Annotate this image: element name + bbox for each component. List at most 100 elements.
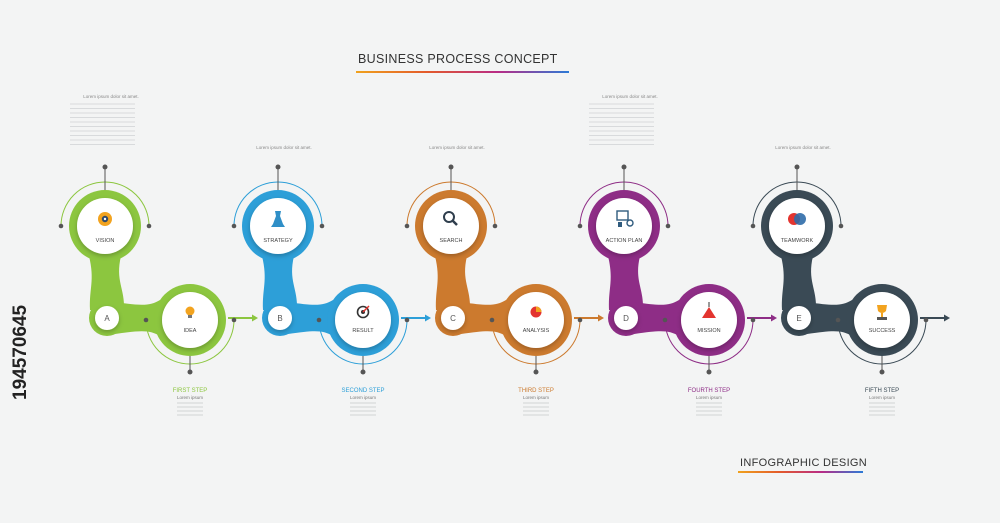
arc-dot xyxy=(577,223,583,229)
bottom-circle-label: IDEA xyxy=(184,328,197,334)
top-text: Lorem ipsum dolor sit amet. xyxy=(429,145,485,150)
arc-dot xyxy=(665,223,671,229)
top-text: Lorem ipsum dolor sit amet. xyxy=(602,94,658,99)
top-disk xyxy=(769,198,825,254)
chess-piece-icon xyxy=(271,211,285,227)
connector-neck-horizontal xyxy=(807,300,852,336)
arc-dot xyxy=(662,317,668,323)
letter-disk xyxy=(95,306,119,330)
arc-dot xyxy=(404,317,410,323)
bottom-circle-label: RESULT xyxy=(352,328,374,334)
letter-disk xyxy=(441,306,465,330)
arc-dot xyxy=(143,317,149,323)
connector-neck-vertical xyxy=(608,256,644,310)
connector-neck-vertical xyxy=(781,256,817,310)
connector-neck-vertical xyxy=(262,256,298,310)
step-letter: D xyxy=(623,314,629,323)
stem-dot xyxy=(360,369,366,375)
bottom-circle-label: ANALYSIS xyxy=(523,328,550,334)
arrow-head xyxy=(771,314,777,322)
stem-dot xyxy=(187,369,193,375)
presentation-icon xyxy=(616,210,634,227)
arc-dot xyxy=(835,317,841,323)
step-subtitle: Lorem ipsum xyxy=(869,395,895,400)
arrow-head xyxy=(425,314,431,322)
bottom-circle-label: SUCCESS xyxy=(869,328,896,334)
mountain-flag-icon xyxy=(702,302,716,318)
pie-chart-icon xyxy=(530,306,542,318)
connector-neck-vertical xyxy=(435,256,471,310)
arc-dot xyxy=(231,317,237,323)
step-subtitle: Lorem ipsum xyxy=(523,395,549,400)
connector-neck-vertical xyxy=(89,256,125,310)
arc-dot xyxy=(319,223,325,229)
connector-neck-horizontal xyxy=(461,300,506,336)
stem-dot xyxy=(621,164,627,170)
step-title: THIRD STEP xyxy=(518,388,554,394)
arc-dot xyxy=(492,223,498,229)
stem-dot xyxy=(102,164,108,170)
step-letter: C xyxy=(450,314,456,323)
arc-dot xyxy=(146,223,152,229)
stem-dot xyxy=(275,164,281,170)
bottom-disk xyxy=(335,292,391,348)
step-subtitle: Lorem ipsum xyxy=(350,395,376,400)
connector-neck-horizontal xyxy=(288,300,333,336)
trophy-icon xyxy=(877,305,887,320)
stem-dot xyxy=(448,164,454,170)
top-disk xyxy=(423,198,479,254)
arc-dot xyxy=(577,317,583,323)
letter-disk xyxy=(268,306,292,330)
letter-disk xyxy=(787,306,811,330)
heads-icon xyxy=(788,213,806,225)
arrow-head xyxy=(252,314,258,322)
step-title: SECOND STEP xyxy=(341,388,384,394)
step-letter: A xyxy=(104,314,110,323)
bottom-disk xyxy=(162,292,218,348)
top-circle-label: STRATEGY xyxy=(263,238,293,244)
arc-dot xyxy=(750,317,756,323)
subtitle-underline xyxy=(738,471,863,473)
step-title: FIFTH STEP xyxy=(865,388,899,394)
arc-dot xyxy=(58,223,64,229)
arc-dot xyxy=(404,223,410,229)
bottom-circle-label: MISSION xyxy=(697,328,720,334)
step-title: FIRST STEP xyxy=(173,388,208,394)
top-circle-label: TEAMWORK xyxy=(781,238,814,244)
arc-dot xyxy=(316,317,322,323)
arc-dot xyxy=(923,317,929,323)
step-subtitle: Lorem ipsum xyxy=(177,395,203,400)
stem-dot xyxy=(706,369,712,375)
title-business-process: BUSINESS PROCESS CONCEPT xyxy=(358,52,558,66)
step-subtitle: Lorem ipsum xyxy=(696,395,722,400)
top-text: Lorem ipsum dolor sit amet. xyxy=(775,145,831,150)
magnifier-icon xyxy=(443,211,458,226)
arc-dot xyxy=(838,223,844,229)
arrow-head xyxy=(598,314,604,322)
top-disk xyxy=(596,198,652,254)
top-circle-label: ACTION PLAN xyxy=(606,238,643,244)
connector-neck-horizontal xyxy=(634,300,679,336)
connector-neck-horizontal xyxy=(115,300,160,336)
top-circle-label: VISION xyxy=(96,238,115,244)
step-title: FOURTH STEP xyxy=(688,388,730,394)
lightbulb-icon xyxy=(185,306,195,318)
stock-id: 194570645 xyxy=(10,304,31,400)
step-letter: B xyxy=(277,314,282,323)
arc-dot xyxy=(231,223,237,229)
eye-bulb-icon xyxy=(98,212,112,226)
stem-dot xyxy=(879,369,885,375)
step-letter: E xyxy=(796,314,801,323)
top-circle-label: SEARCH xyxy=(440,238,463,244)
letter-disk xyxy=(614,306,638,330)
bottom-disk xyxy=(508,292,564,348)
arc-dot xyxy=(489,317,495,323)
stem-dot xyxy=(794,164,800,170)
top-text: Lorem ipsum dolor sit amet. xyxy=(256,145,312,150)
title-underline xyxy=(356,71,569,73)
